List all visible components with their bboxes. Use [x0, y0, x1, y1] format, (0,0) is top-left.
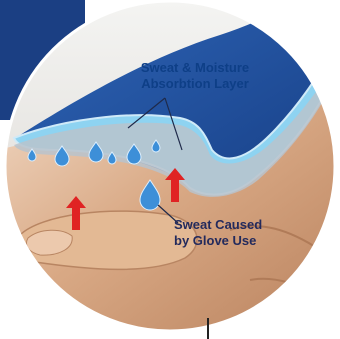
sweat-cause-label-line: by Glove Use — [174, 233, 294, 249]
absorption-layer-label-line: Sweat & Moisture — [120, 60, 270, 76]
sweat-cause-label: Sweat Caused by Glove Use — [174, 217, 294, 249]
absorption-layer-label-line: Absorbtion Layer — [120, 76, 270, 92]
sweat-cause-label-line: Sweat Caused — [174, 217, 294, 233]
absorption-layer-label: Sweat & Moisture Absorbtion Layer — [120, 60, 270, 92]
